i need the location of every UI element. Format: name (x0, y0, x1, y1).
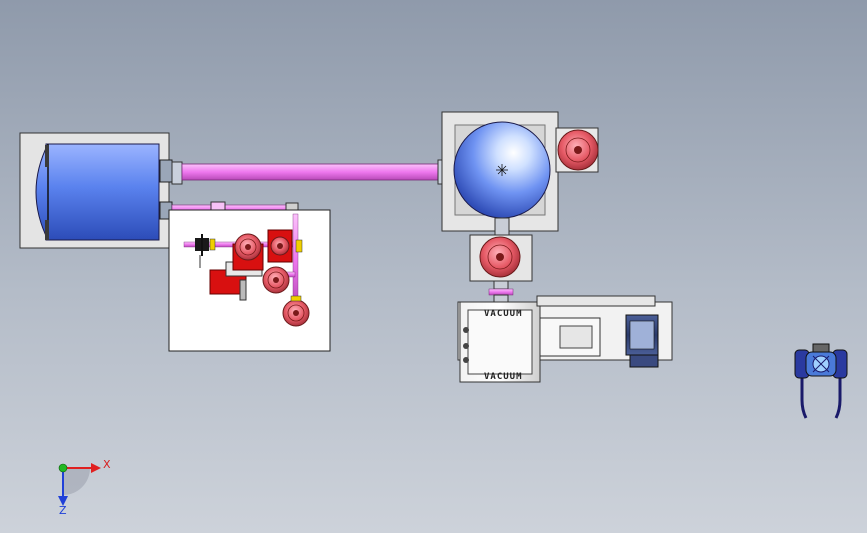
z-axis-arrow (58, 496, 68, 506)
storage-tank-body (45, 143, 160, 241)
vessel-side-pump[interactable] (555, 127, 599, 173)
x-axis-label: X (103, 458, 111, 471)
main-transfer-pipe[interactable] (171, 159, 449, 185)
vacuum-label-top: VACUUM (484, 309, 523, 319)
spherical-vessel-module[interactable] (441, 111, 599, 237)
booster-pump-1[interactable] (232, 233, 264, 271)
transfer-pump[interactable] (469, 234, 533, 304)
hand-valve[interactable] (195, 234, 216, 268)
vessel-center-mark (496, 164, 508, 176)
booster-pump-4[interactable] (282, 299, 310, 327)
storage-tank-module[interactable] (19, 132, 173, 249)
x-axis-arrow (91, 463, 101, 473)
vacuum-pump-unit[interactable]: VACUUM VACUUM (457, 295, 673, 383)
booster-pump-2[interactable] (267, 229, 303, 263)
y-axis-point (58, 463, 68, 473)
vacuum-label-bottom: VACUUM (484, 372, 523, 382)
axis-triad: X Z (58, 458, 111, 517)
pump-skid-panel[interactable] (168, 209, 331, 352)
tank-outlet-nozzle-upper (159, 159, 173, 183)
drive-motor[interactable] (625, 314, 659, 368)
booster-pump-3[interactable] (262, 266, 290, 294)
z-axis-label: Z (59, 504, 67, 517)
small-fitting-assembly[interactable] (794, 343, 848, 419)
